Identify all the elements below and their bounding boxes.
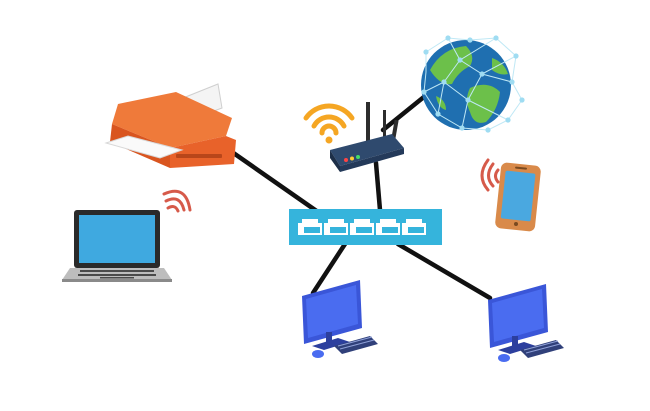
cable-switch-desktop-right [395, 241, 493, 301]
phone-signal-icon [480, 158, 500, 192]
smartphone-icon [495, 162, 541, 232]
router-icon [330, 102, 404, 172]
cable-links [229, 89, 493, 301]
printer-icon [104, 83, 236, 168]
laptop-signal-icon [162, 189, 192, 213]
network-switch-icon [289, 209, 442, 245]
cable-printer-switch [229, 149, 321, 215]
desktop-computer-icon [302, 280, 378, 358]
globe-icon [421, 35, 525, 133]
cable-switch-desktop-left [310, 241, 348, 296]
cable-router-switch [373, 160, 383, 213]
laptop-icon [62, 210, 172, 282]
wifi-dot [325, 136, 333, 144]
cable-router-internet [380, 89, 433, 133]
wifi-icon [303, 103, 355, 136]
desktop-computer-icon [488, 284, 564, 362]
